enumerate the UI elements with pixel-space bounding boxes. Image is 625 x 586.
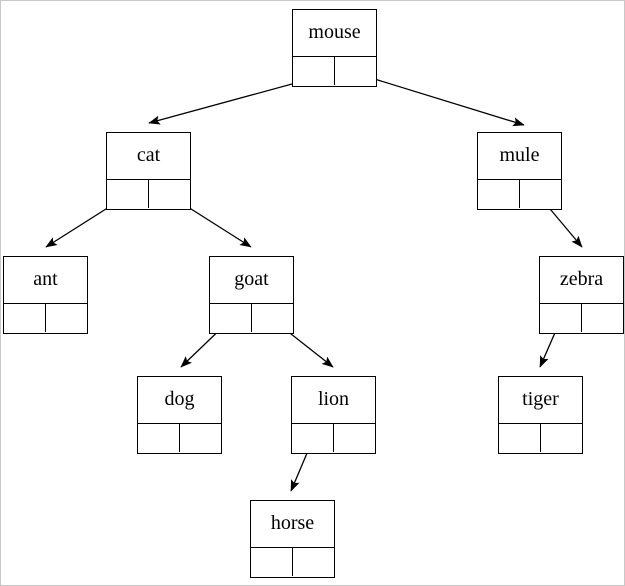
node-pointers-zebra [540, 304, 623, 332]
node-pointers-mule [478, 180, 561, 208]
node-right-pointer-zebra[interactable] [582, 304, 624, 332]
node-left-pointer-cat[interactable] [107, 180, 149, 208]
node-label-horse: horse [251, 501, 334, 548]
node-label-mouse: mouse [293, 10, 376, 57]
node-right-pointer-cat[interactable] [149, 180, 191, 208]
node-right-pointer-horse[interactable] [293, 548, 335, 576]
node-label-ant: ant [4, 257, 87, 304]
node-right-pointer-tiger[interactable] [541, 424, 583, 452]
node-right-pointer-dog[interactable] [180, 424, 222, 452]
node-pointers-ant [4, 304, 87, 332]
node-right-pointer-mouse[interactable] [335, 57, 377, 85]
node-right-pointer-goat[interactable] [252, 304, 294, 332]
node-label-zebra: zebra [540, 257, 623, 304]
node-left-pointer-tiger[interactable] [499, 424, 541, 452]
node-pointers-goat [210, 304, 293, 332]
node-label-dog: dog [138, 377, 221, 424]
tree-node-cat[interactable]: cat [106, 132, 191, 210]
node-pointers-tiger [499, 424, 582, 452]
tree-node-tiger[interactable]: tiger [498, 376, 583, 454]
node-label-cat: cat [107, 133, 190, 180]
node-left-pointer-lion[interactable] [292, 424, 334, 452]
node-label-mule: mule [478, 133, 561, 180]
node-right-pointer-lion[interactable] [334, 424, 376, 452]
node-pointers-mouse [293, 57, 376, 85]
tree-node-goat[interactable]: goat [209, 256, 294, 334]
node-left-pointer-zebra[interactable] [540, 304, 582, 332]
tree-node-zebra[interactable]: zebra [539, 256, 624, 334]
node-pointers-cat [107, 180, 190, 208]
node-pointers-horse [251, 548, 334, 576]
node-left-pointer-goat[interactable] [210, 304, 252, 332]
node-right-pointer-mule[interactable] [520, 180, 562, 208]
node-left-pointer-mouse[interactable] [293, 57, 335, 85]
tree-node-horse[interactable]: horse [250, 500, 335, 578]
node-left-pointer-dog[interactable] [138, 424, 180, 452]
tree-edge-mouse-cat [148, 77, 315, 125]
node-left-pointer-mule[interactable] [478, 180, 520, 208]
tree-node-mule[interactable]: mule [477, 132, 562, 210]
node-left-pointer-horse[interactable] [251, 548, 293, 576]
tree-node-ant[interactable]: ant [3, 256, 88, 334]
tree-edge-mouse-mule [354, 72, 525, 127]
node-label-lion: lion [292, 377, 375, 424]
node-pointers-dog [138, 424, 221, 452]
tree-node-mouse[interactable]: mouse [292, 9, 377, 87]
node-right-pointer-ant[interactable] [46, 304, 88, 332]
tree-node-lion[interactable]: lion [291, 376, 376, 454]
node-label-goat: goat [210, 257, 293, 304]
tree-node-dog[interactable]: dog [137, 376, 222, 454]
node-label-tiger: tiger [499, 377, 582, 424]
node-pointers-lion [292, 424, 375, 452]
node-left-pointer-ant[interactable] [4, 304, 46, 332]
